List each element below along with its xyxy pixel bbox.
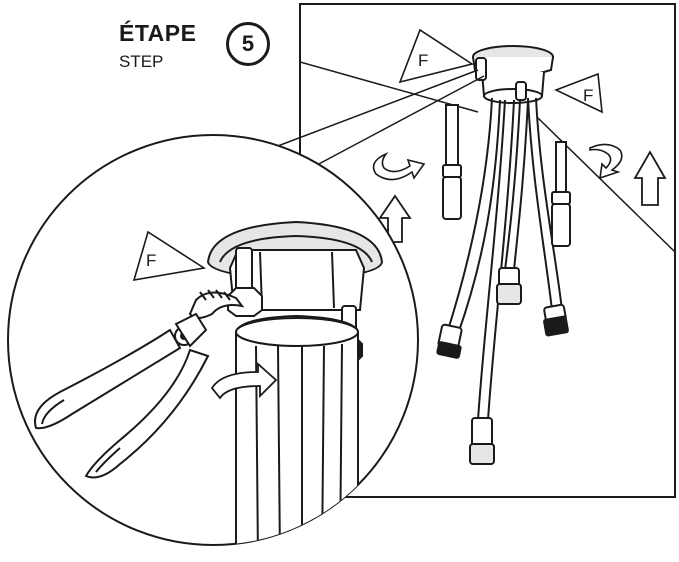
pliers	[34, 289, 245, 479]
counter-edge-left	[300, 61, 479, 113]
up-arrow-left-icon	[378, 194, 412, 243]
mounting-screw-left	[442, 104, 462, 220]
rotate-arrow-left-icon	[372, 152, 426, 181]
mounting-screw-right	[551, 140, 571, 247]
pliers-handle-lower	[84, 348, 210, 479]
fastener-label-top-left: F	[398, 28, 474, 84]
rotate-arrow-zoom-icon	[210, 361, 278, 400]
svg-text:F: F	[418, 51, 428, 70]
fastener-label-top-right: F	[553, 72, 603, 114]
zoom-tube	[235, 314, 359, 545]
faucet-base	[472, 45, 554, 104]
svg-text:F: F	[146, 251, 156, 270]
hose-fittings	[436, 267, 569, 465]
zoom-detail: F	[7, 134, 419, 546]
step-number-badge: 5	[226, 22, 270, 66]
fastener-label-zoom: F	[132, 230, 207, 282]
step-title: ÉTAPE	[119, 20, 197, 46]
zoom-connector	[261, 69, 485, 175]
svg-text:F: F	[583, 86, 593, 105]
up-arrow-right-icon	[633, 150, 667, 206]
rotate-arrow-right-icon	[589, 143, 623, 180]
step-subtitle: STEP	[119, 52, 164, 71]
pliers-handle-upper	[34, 328, 182, 430]
